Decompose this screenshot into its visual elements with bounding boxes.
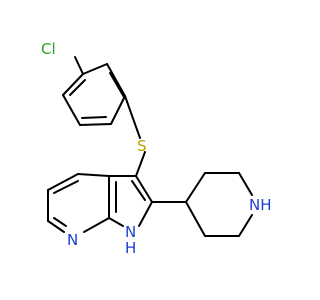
bond	[62, 94, 81, 126]
bond	[69, 79, 86, 96]
bond	[47, 220, 65, 233]
bond	[110, 95, 126, 125]
atom-labels: Cl S N N H NH	[41, 40, 272, 257]
sulfur-label: S	[137, 137, 147, 155]
bond	[109, 72, 125, 98]
piperidine-nh-label: NH	[249, 196, 272, 214]
bond	[185, 201, 206, 237]
bond	[79, 123, 112, 126]
chlorophenyl-ring	[62, 56, 126, 126]
pyrrolopyridine-core	[47, 173, 153, 233]
bond	[82, 63, 108, 75]
bond	[81, 116, 107, 119]
pyridine-nitrogen-label: N	[67, 231, 78, 249]
bond	[106, 63, 126, 97]
structure-drawing: Cl S N N H NH	[41, 40, 272, 257]
pyrrole-hydrogen-label: H	[125, 239, 136, 257]
bond	[124, 95, 141, 139]
bond	[53, 217, 67, 227]
bond	[108, 217, 124, 227]
bond	[77, 173, 110, 177]
bond	[238, 214, 253, 237]
bond	[47, 173, 79, 191]
bond	[135, 151, 146, 177]
bond	[138, 201, 153, 227]
bond	[238, 172, 253, 196]
bond	[131, 180, 146, 201]
pyrrole-nitrogen-label: N	[125, 223, 136, 241]
molecule-canvas: Cl S N N H NH	[41, 40, 272, 257]
chlorine-label: Cl	[41, 40, 56, 58]
thioether-bridge	[124, 95, 146, 177]
piperidine-ring	[151, 172, 253, 237]
bond	[185, 172, 206, 203]
bond	[135, 175, 153, 203]
bond	[83, 217, 110, 233]
bond	[74, 56, 84, 75]
bond	[53, 180, 79, 194]
bond	[62, 73, 84, 96]
